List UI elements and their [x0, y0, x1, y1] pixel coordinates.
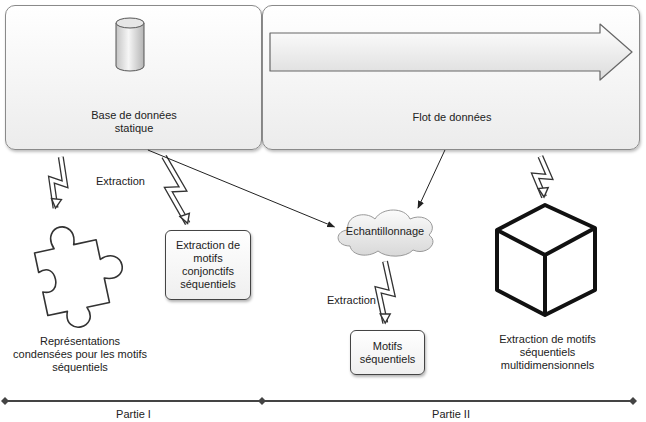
timeline-diamond — [1, 397, 9, 405]
lightning-tip — [538, 188, 548, 197]
cloud-shape — [338, 210, 433, 256]
cylinder-body — [116, 23, 144, 71]
arrow-connector — [418, 150, 445, 208]
lightning-connector — [164, 157, 189, 224]
lightning-connector — [51, 157, 65, 208]
edge-label: Extraction — [327, 294, 376, 307]
node-label: Extraction de motifs séquentiels multidi… — [490, 333, 605, 372]
node-label: Motifs séquentiels — [351, 338, 424, 368]
lightning-outline — [535, 156, 549, 197]
timeline-diamond — [258, 397, 266, 405]
process-box: Extraction de motifs conjonctifs séquent… — [165, 230, 251, 300]
lightning-fill — [51, 157, 65, 208]
lightning-tip — [51, 199, 61, 208]
puzzle-illustration: Représentations condensées pour les moti… — [10, 215, 150, 375]
node-label: Echantillonnage — [342, 223, 428, 240]
database-panel: Base de données statique — [5, 5, 262, 150]
stream-panel: Flot de données — [262, 5, 640, 150]
node-label: Extraction de motifs conjonctifs séquent… — [166, 237, 250, 293]
lightning-connector — [535, 156, 549, 197]
lightning-fill — [378, 261, 392, 323]
process-box: Motifs séquentiels — [350, 330, 425, 375]
node-label: Flot de données — [402, 111, 502, 124]
cylinder-top — [116, 18, 144, 28]
cube-outline — [497, 205, 595, 315]
node-label: Base de données statique — [84, 109, 184, 135]
lightning-tip — [180, 213, 189, 223]
node-label: Représentations condensées pour les moti… — [10, 335, 150, 374]
sampling-cloud: Echantillonnage — [330, 205, 440, 257]
cube-illustration: Extraction de motifs séquentiels multidi… — [475, 200, 620, 370]
stream-arrow — [270, 24, 632, 80]
lightning-fill — [164, 157, 188, 224]
lightning-connector — [378, 261, 392, 323]
lightning-outline — [378, 261, 392, 323]
part-timeline — [1, 397, 637, 405]
arrow-connector — [148, 150, 335, 227]
database-symbol — [116, 18, 144, 71]
lightning-fill — [535, 156, 549, 197]
cube-edge — [497, 228, 595, 315]
part-label: Partie II — [262, 408, 640, 421]
timeline-line — [5, 400, 262, 402]
cube-symbol — [497, 205, 595, 315]
timeline-line — [262, 400, 633, 402]
puzzle-piece — [30, 216, 132, 333]
arrow-line — [148, 150, 335, 227]
lightning-outline — [164, 157, 188, 224]
part-label: Partie I — [5, 408, 262, 421]
lightning-outline — [51, 157, 65, 208]
arrow-line — [418, 150, 445, 208]
timeline-diamond — [629, 397, 637, 405]
edge-label: Extraction — [96, 175, 145, 188]
lightning-tip — [380, 314, 390, 323]
